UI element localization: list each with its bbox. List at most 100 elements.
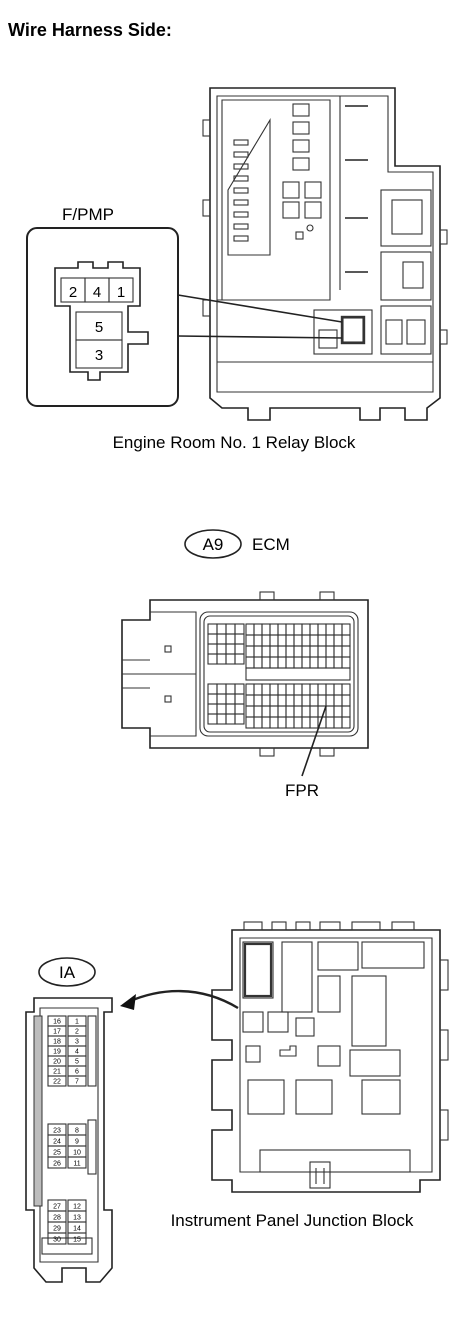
ecm-terminal-label-fpr: FPR — [285, 781, 319, 800]
ecm-terminal-cell — [216, 703, 227, 715]
ecm-terminal-grid-lower — [207, 683, 351, 729]
ia-pin-cell — [47, 1156, 67, 1169]
ia-pin-number: 11 — [73, 1161, 80, 1168]
ecm-terminal-cell — [234, 653, 245, 665]
ecm-terminal-cell — [325, 623, 335, 636]
ecm-terminal-cell — [301, 623, 311, 636]
ecm-terminal-cell — [277, 705, 287, 718]
ecm-terminal-cell — [325, 716, 335, 729]
ecm-terminal-cell — [277, 656, 287, 669]
ia-pin-number: 18 — [53, 1039, 61, 1046]
ecm-terminal-cell — [293, 716, 303, 729]
ecm-terminal-cell — [245, 623, 255, 636]
ecm-terminal-cell — [269, 645, 279, 658]
ecm-terminal-cell — [225, 703, 236, 715]
ecm-terminal-cell — [301, 694, 311, 707]
ia-pin-number: 4 — [75, 1049, 79, 1056]
ecm-terminal-cell — [234, 643, 245, 655]
ecm-terminal-cell — [277, 683, 287, 696]
ecm-terminal-cell — [207, 633, 218, 645]
ecm-terminal-cell — [253, 634, 263, 647]
ecm-terminal-grid-upper — [207, 623, 351, 669]
ia-pin-number: 21 — [53, 1069, 61, 1076]
ia-pin-number: 10 — [73, 1150, 81, 1157]
ecm-terminal-cell — [207, 643, 218, 655]
ecm-terminal-cell — [261, 716, 271, 729]
ecm-terminal-cell — [225, 693, 236, 705]
ia-pin-number: 1 — [75, 1019, 79, 1026]
ecm-terminal-cell — [261, 645, 271, 658]
ecm-terminal-cell — [207, 653, 218, 665]
ia-code-badge: IA — [59, 963, 76, 982]
ecm-terminal-cell — [325, 656, 335, 669]
ecm-terminal-cell — [261, 623, 271, 636]
ecm-terminal-cell — [225, 653, 236, 665]
ecm-terminal-cell — [309, 623, 319, 636]
ecm-terminal-cell — [261, 705, 271, 718]
ecm-terminal-cell — [277, 634, 287, 647]
ecm-terminal-cell — [341, 683, 351, 696]
ecm-terminal-cell — [317, 645, 327, 658]
ecm-terminal-cell — [317, 656, 327, 669]
ecm-terminal-cell — [341, 705, 351, 718]
ecm-terminal-cell — [207, 623, 218, 635]
ecm-terminal-cell — [341, 656, 351, 669]
ecm-terminal-cell — [285, 716, 295, 729]
ecm-terminal-cell — [245, 683, 255, 696]
ecm-terminal-cell — [253, 656, 263, 669]
ia-pin-number: 16 — [53, 1019, 61, 1026]
ecm-terminal-cell — [253, 705, 263, 718]
ecm-terminal-cell — [317, 634, 327, 647]
ecm-terminal-cell — [245, 694, 255, 707]
ia-pin-number: 6 — [75, 1069, 79, 1076]
ecm-terminal-cell — [234, 703, 245, 715]
ecm-terminal-cell — [341, 634, 351, 647]
relay-block-caption: Engine Room No. 1 Relay Block — [113, 433, 356, 452]
ecm-terminal-cell — [269, 705, 279, 718]
ecm-terminal-cell — [216, 623, 227, 635]
ecm-terminal-cell — [333, 683, 343, 696]
ia-pin-number: 2 — [75, 1029, 79, 1036]
ecm-terminal-cell — [301, 716, 311, 729]
ecm-terminal-cell — [216, 643, 227, 655]
ecm-terminal-cell — [245, 716, 255, 729]
ia-pin-number: 7 — [75, 1079, 79, 1086]
ia-pin-number: 3 — [75, 1039, 79, 1046]
ecm-terminal-cell — [269, 656, 279, 669]
ia-pin-number: 26 — [53, 1161, 61, 1168]
ecm-terminal-cell — [309, 716, 319, 729]
ecm-terminal-cell — [245, 705, 255, 718]
ia-pin-number: 20 — [53, 1059, 61, 1066]
engine-room-relay-block — [202, 87, 448, 421]
ecm-terminal-cell — [269, 694, 279, 707]
ecm-terminal-cell — [333, 645, 343, 658]
ecm-terminal-cell — [301, 656, 311, 669]
ecm-terminal-cell — [216, 633, 227, 645]
ecm-terminal-cell — [301, 705, 311, 718]
ecm-terminal-cell — [301, 645, 311, 658]
ecm-code-badge: A9 — [203, 535, 224, 554]
ia-pin-number: 24 — [53, 1139, 61, 1146]
ecm-terminal-cell — [285, 656, 295, 669]
ia-pin-number: 19 — [53, 1049, 61, 1056]
ia-pin-number: 30 — [53, 1237, 61, 1244]
ecm-terminal-cell — [216, 693, 227, 705]
ia-pin-number: 9 — [75, 1139, 79, 1146]
ecm-terminal-cell — [261, 634, 271, 647]
ecm-terminal-cell — [269, 716, 279, 729]
fpmp-connector-name: F/PMP — [62, 205, 114, 224]
junction-block-caption: Instrument Panel Junction Block — [171, 1211, 414, 1230]
ecm-terminal-cell — [317, 683, 327, 696]
ecm-terminal-cell — [309, 683, 319, 696]
ecm-terminal-cell — [234, 623, 245, 635]
instrument-panel-junction-block — [120, 921, 449, 1193]
ecm-terminal-cell — [333, 656, 343, 669]
ecm-terminal-cell — [253, 623, 263, 636]
ecm-terminal-cell — [225, 643, 236, 655]
ia-pin-number: 8 — [75, 1128, 79, 1135]
ecm-terminal-cell — [207, 703, 218, 715]
ecm-terminal-cell — [234, 633, 245, 645]
